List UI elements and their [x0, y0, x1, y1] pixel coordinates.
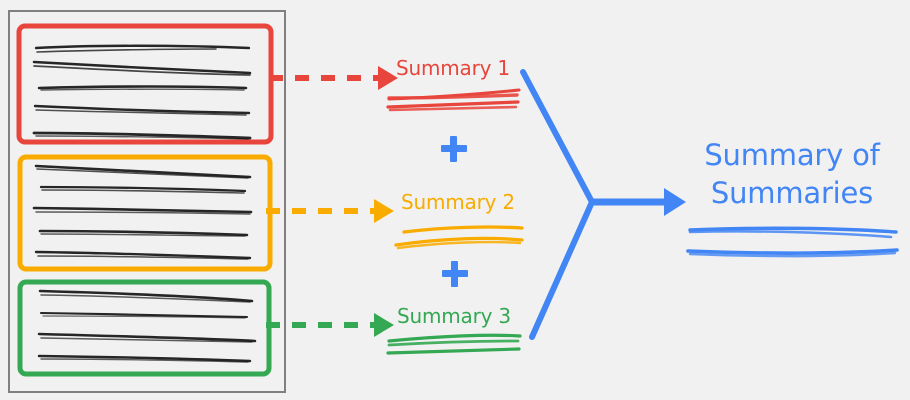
summary-2-underline — [394, 225, 524, 250]
map-arrow-2 — [266, 199, 394, 223]
summary-3-label: Summary 3 — [397, 304, 511, 328]
final-summary-line-2: Summaries — [710, 176, 874, 210]
document-card-3[interactable] — [17, 279, 272, 377]
plus-operator-1 — [441, 136, 467, 162]
document-card-2[interactable] — [17, 154, 273, 272]
plus-operator-2 — [442, 261, 468, 287]
document-card-1-border — [16, 23, 274, 145]
final-summary-underline — [686, 226, 899, 258]
summary-3-underline — [386, 333, 522, 355]
map-arrow-3 — [266, 313, 394, 337]
summary-1-underline — [386, 88, 521, 112]
summary-1-label: Summary 1 — [396, 56, 510, 80]
summary-2-label: Summary 2 — [401, 190, 515, 214]
document-card-1-text-lines — [32, 44, 252, 140]
reduce-connector — [520, 69, 686, 340]
final-summary-line-1: Summary of — [704, 138, 880, 172]
document-card-1[interactable] — [16, 23, 274, 145]
map-arrow-1 — [269, 66, 398, 90]
document-card-3-text-lines — [37, 289, 257, 363]
final-summary-label: Summary of Summaries — [688, 136, 896, 212]
document-collection-frame — [8, 10, 286, 393]
document-card-2-text-lines — [32, 164, 253, 260]
